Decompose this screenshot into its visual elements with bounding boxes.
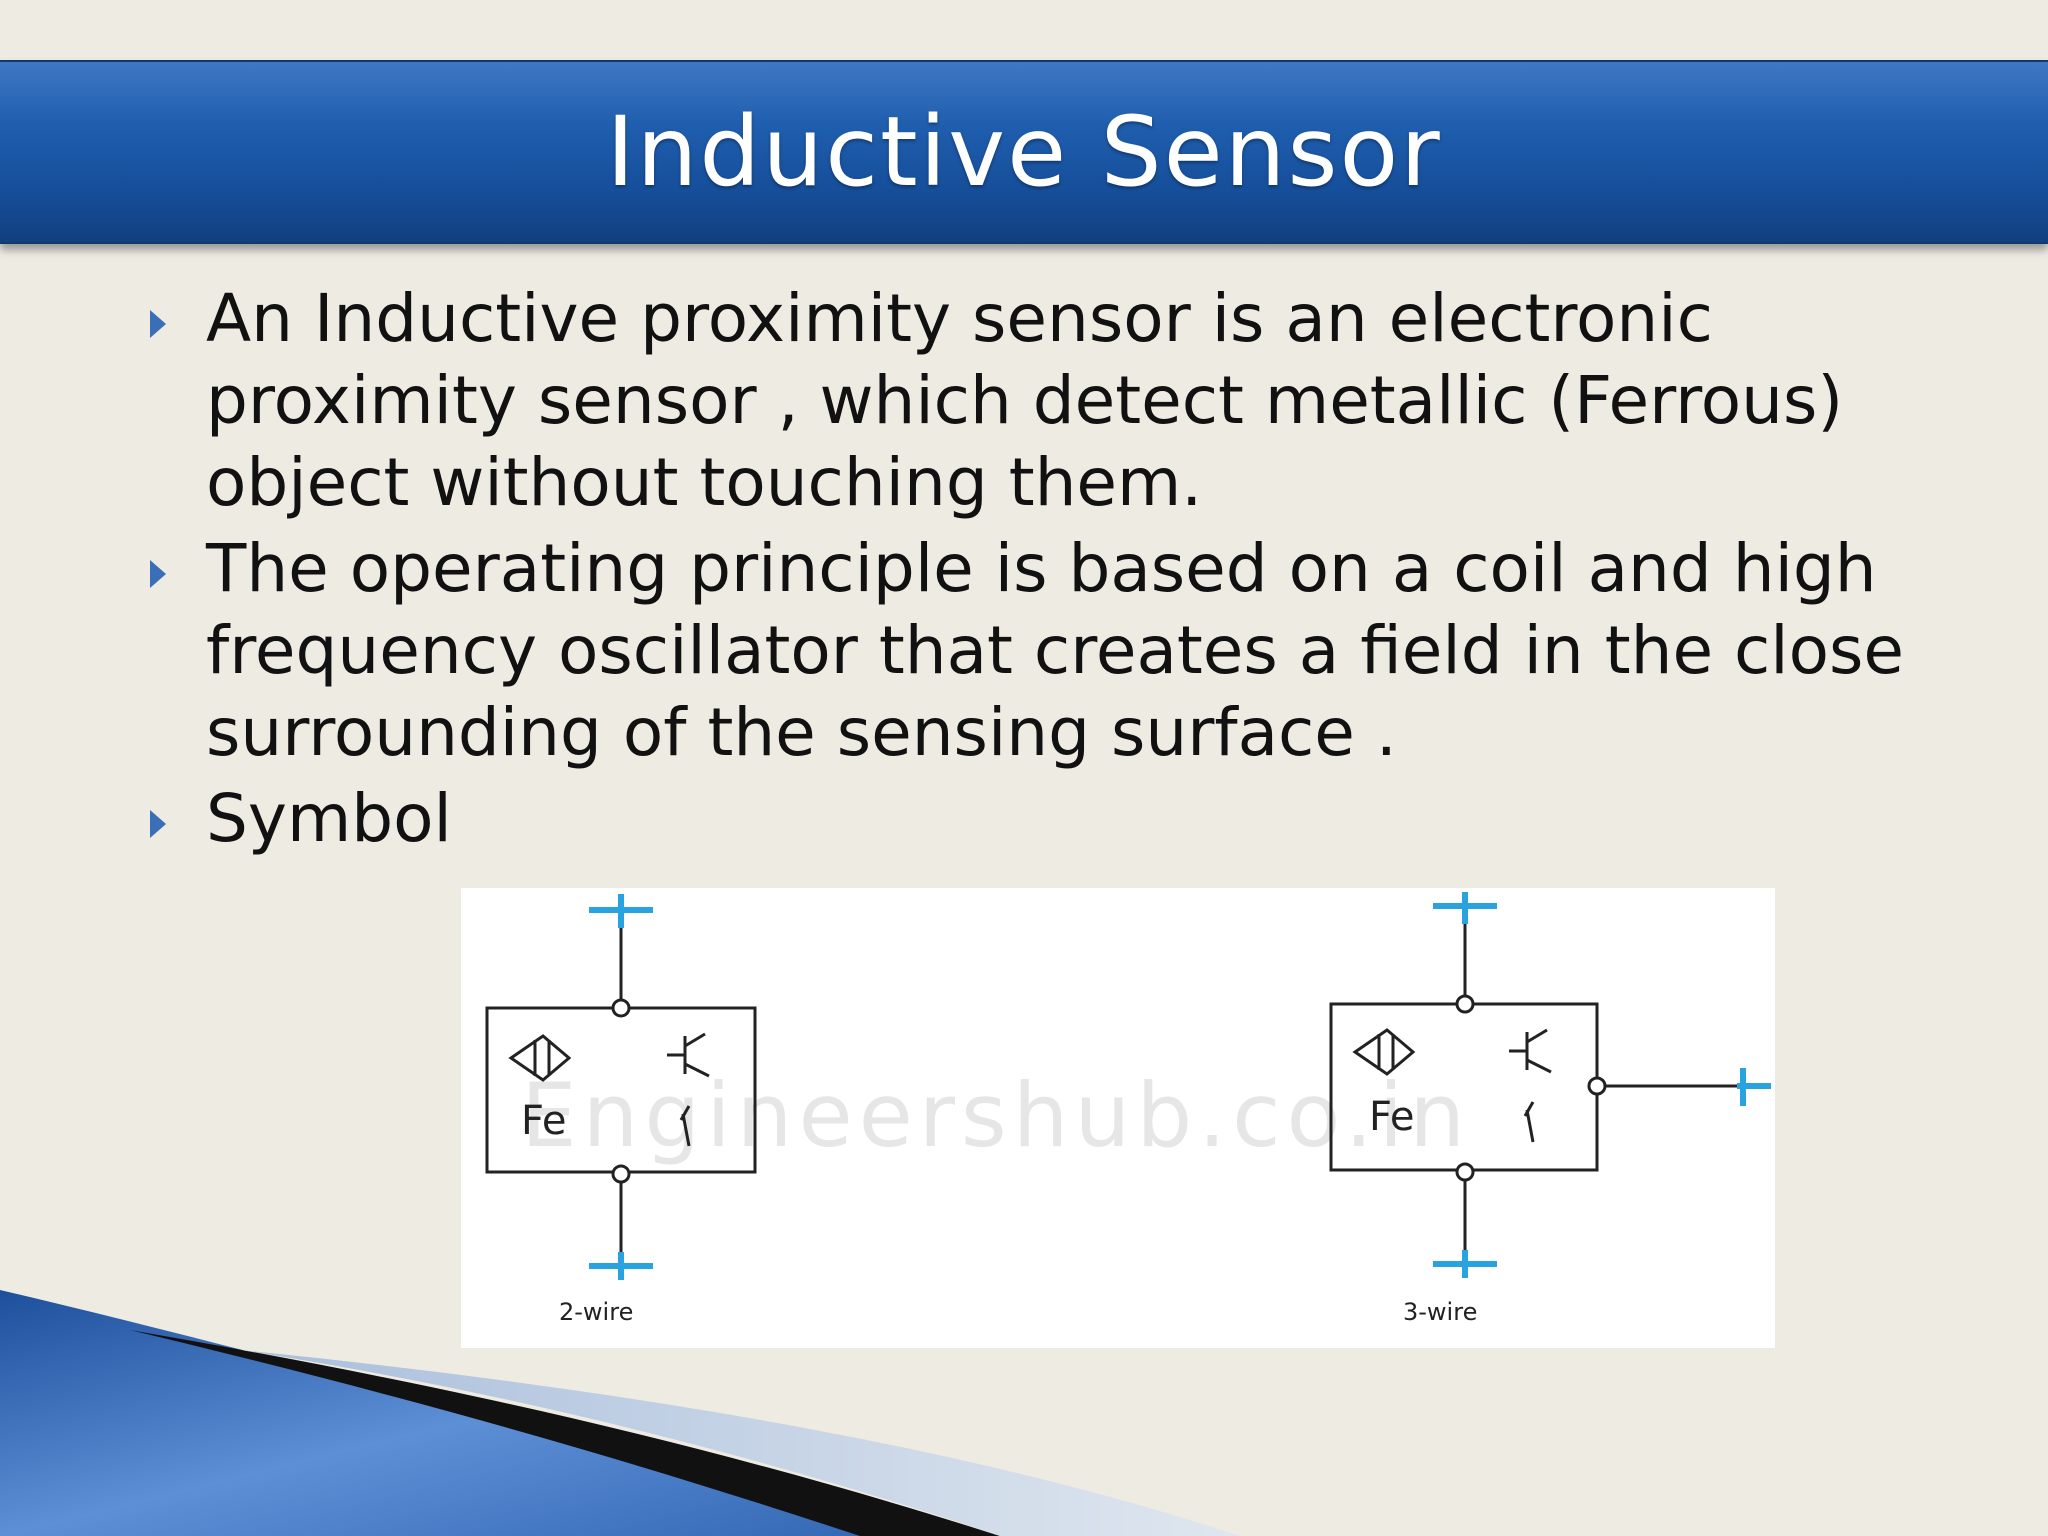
title-bar: Inductive Sensor: [0, 60, 2048, 244]
bullet-arrow-icon: [150, 560, 166, 588]
caption-2wire: 2-wire: [559, 1298, 633, 1326]
bullet-item: Symbol: [140, 778, 2000, 860]
three-wire-symbol: [1329, 903, 1737, 1264]
bullet-arrow-icon: [150, 810, 166, 838]
bullet-item: An Inductive proximity sensor is an elec…: [140, 278, 2000, 524]
watermark-text: Engineershub.co.in: [521, 1064, 1471, 1167]
sensor-symbol-svg: Engineershub.co.in Fe: [485, 892, 1771, 1326]
bullet-list: An Inductive proximity sensor is an elec…: [140, 278, 2000, 864]
bullet-text: An Inductive proximity sensor is an elec…: [206, 280, 1844, 521]
bullet-text: Symbol: [206, 780, 452, 857]
bullet-text: The operating principle is based on a co…: [206, 530, 1905, 771]
sensor-symbol-diagram: Engineershub.co.in Fe: [461, 888, 1775, 1348]
bullet-arrow-icon: [150, 310, 166, 338]
two-wire-symbol: [485, 903, 757, 1266]
slide-title: Inductive Sensor: [606, 96, 1442, 208]
two-wire-terminals: [589, 894, 653, 1280]
fe-label-2wire: Fe: [521, 1098, 566, 1144]
bullet-item: The operating principle is based on a co…: [140, 528, 2000, 774]
caption-3wire: 3-wire: [1403, 1298, 1477, 1326]
three-wire-terminals: [1433, 892, 1771, 1278]
fe-label-3wire: Fe: [1369, 1094, 1414, 1140]
